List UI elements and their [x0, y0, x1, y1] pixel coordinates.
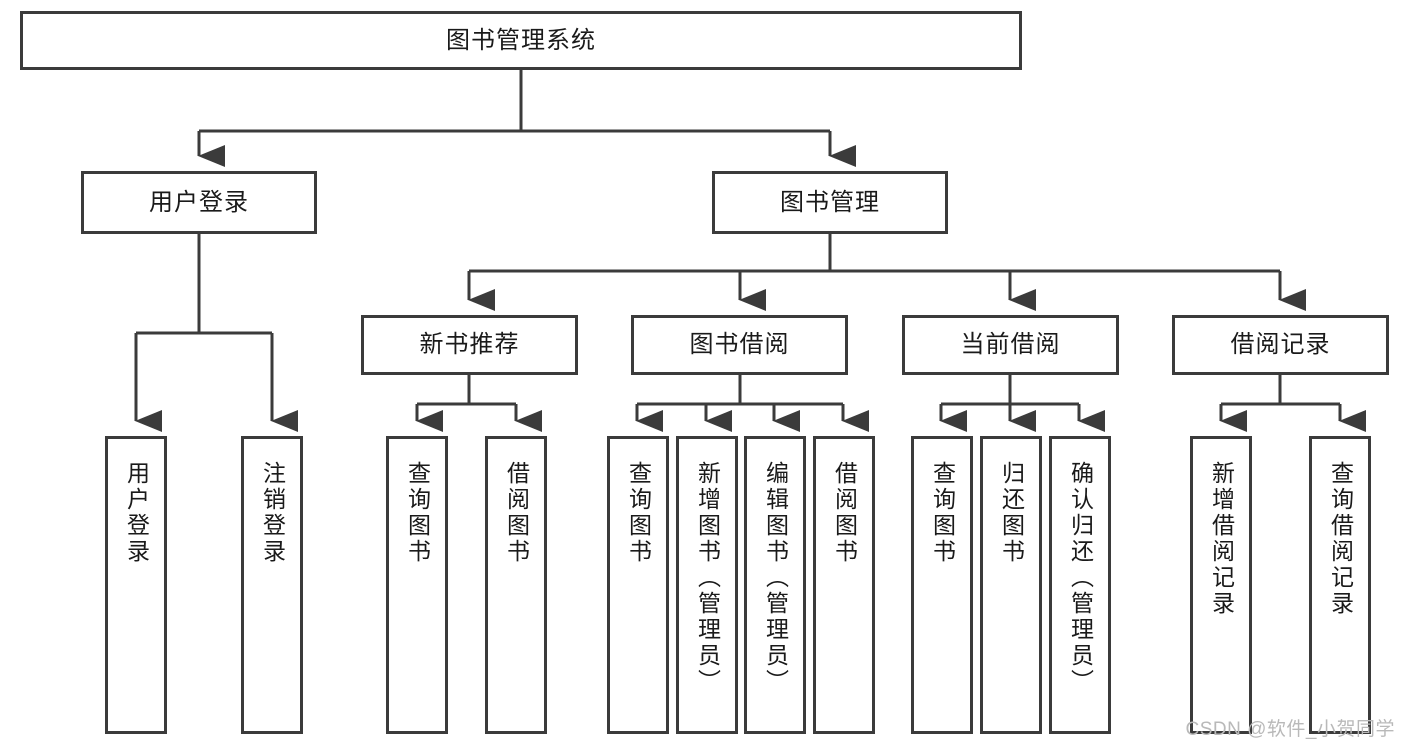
leaf-query-book-borrow[interactable]: 查询图书	[607, 436, 669, 734]
leaf-query-book-recommend[interactable]: 查询图书	[386, 436, 448, 734]
leaf-return-book[interactable]: 归还图书	[980, 436, 1042, 734]
leaf-query-book-current[interactable]: 查询图书	[911, 436, 973, 734]
leaf-add-borrow-record-label: 新增借阅记录	[1208, 461, 1235, 617]
node-root[interactable]: 图书管理系统	[20, 11, 1022, 70]
leaf-query-borrow-record[interactable]: 查询借阅记录	[1309, 436, 1371, 734]
leaf-query-borrow-record-label: 查询借阅记录	[1327, 461, 1354, 617]
leaf-add-book-admin[interactable]: 新增图书（管理员）	[676, 436, 738, 734]
leaf-borrow-book-label: 借阅图书	[831, 461, 858, 565]
leaf-borrow-book-recommend[interactable]: 借阅图书	[485, 436, 547, 734]
node-root-label: 图书管理系统	[446, 26, 596, 54]
node-new-book-recommend[interactable]: 新书推荐	[361, 315, 578, 375]
leaf-return-book-label: 归还图书	[998, 461, 1025, 565]
leaf-edit-book-admin-label: 编辑图书（管理员）	[762, 461, 789, 695]
watermark: CSDN @软件_小贺同学	[1185, 719, 1395, 740]
node-user-login[interactable]: 用户登录	[81, 171, 317, 234]
node-user-login-label: 用户登录	[149, 188, 249, 216]
leaf-edit-book-admin[interactable]: 编辑图书（管理员）	[744, 436, 806, 734]
leaf-add-borrow-record[interactable]: 新增借阅记录	[1190, 436, 1252, 734]
leaf-confirm-return-admin[interactable]: 确认归还（管理员）	[1049, 436, 1111, 734]
node-new-book-recommend-label: 新书推荐	[419, 331, 520, 359]
node-borrow-record[interactable]: 借阅记录	[1172, 315, 1389, 375]
node-current-borrow-label: 当前借阅	[960, 331, 1061, 359]
leaf-user-login[interactable]: 用户登录	[105, 436, 167, 734]
leaf-logout[interactable]: 注销登录	[241, 436, 303, 734]
leaf-query-book-borrow-label: 查询图书	[625, 461, 652, 565]
leaf-logout-label: 注销登录	[259, 461, 286, 565]
node-borrow-record-label: 借阅记录	[1230, 331, 1331, 359]
node-current-borrow[interactable]: 当前借阅	[902, 315, 1119, 375]
leaf-query-book-recommend-label: 查询图书	[404, 461, 431, 565]
leaf-borrow-book-recommend-label: 借阅图书	[503, 461, 530, 565]
leaf-add-book-admin-label: 新增图书（管理员）	[694, 461, 721, 695]
node-book-borrow[interactable]: 图书借阅	[631, 315, 848, 375]
node-book-management-label: 图书管理	[780, 188, 880, 216]
leaf-borrow-book[interactable]: 借阅图书	[813, 436, 875, 734]
leaf-confirm-return-admin-label: 确认归还（管理员）	[1067, 461, 1094, 695]
node-book-management[interactable]: 图书管理	[712, 171, 948, 234]
leaf-user-login-label: 用户登录	[123, 461, 150, 565]
leaf-query-book-current-label: 查询图书	[929, 461, 956, 565]
node-book-borrow-label: 图书借阅	[689, 331, 790, 359]
